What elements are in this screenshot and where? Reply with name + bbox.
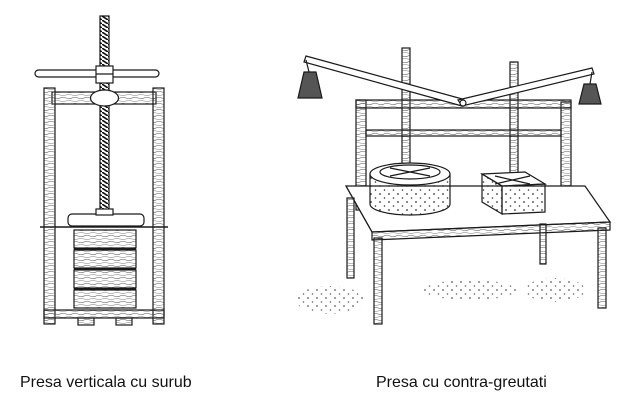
left-lever-arm <box>303 55 467 107</box>
table-leg-front-left <box>373 237 383 325</box>
right-upright <box>152 87 165 325</box>
left-weight <box>297 71 323 99</box>
counterweight-press-drawing <box>296 47 612 325</box>
screw-press-drawing <box>34 15 168 326</box>
ground-shading <box>296 278 585 314</box>
screw-rod <box>99 15 110 215</box>
round-cheese <box>369 162 451 216</box>
press-base <box>43 309 165 319</box>
table-leg-front-right <box>597 227 607 309</box>
cheese-stack <box>73 229 137 309</box>
square-cheese <box>479 171 548 216</box>
right-weight <box>578 83 602 105</box>
caption-screw-press: Presa verticala cu surub <box>20 374 192 391</box>
pressing-plate <box>67 213 145 227</box>
caption-counterweight-press: Presa cu contra-greutati <box>376 374 547 391</box>
left-upright <box>43 87 56 325</box>
